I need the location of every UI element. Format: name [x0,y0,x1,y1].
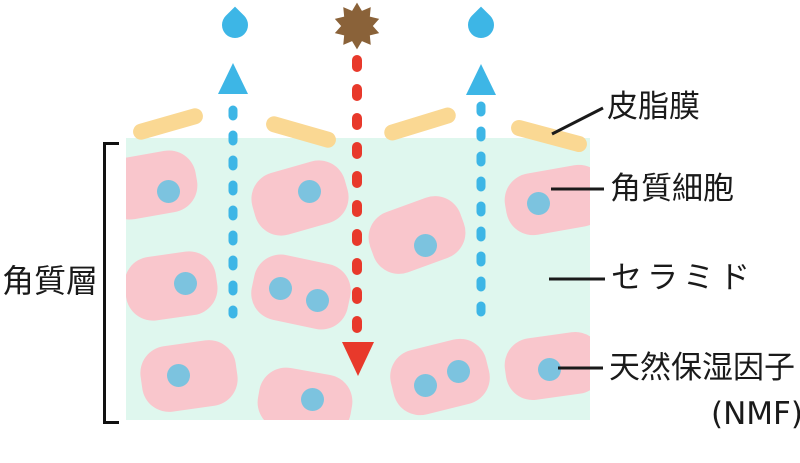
sebum-bar [131,106,205,142]
nmf-dot [538,358,561,381]
nmf-dot [167,364,190,387]
stratum-corneum-box [126,138,590,420]
down-arrow-icon [342,342,374,376]
nmf-label: 天然保湿因子 [609,350,795,386]
sebum-bar [382,105,458,143]
nmf-abbrev-label: (NMF) [711,396,800,432]
corneocyte-cell [360,188,474,282]
nmf-dot [306,289,329,312]
nmf-dot [414,234,437,257]
corneocyte-cell [246,249,356,335]
nmf-dot [301,388,324,411]
sebum-film-label: 皮脂膜 [607,89,700,125]
ceramide-label: セラミド [611,260,755,296]
corneocyte-cell [384,333,496,420]
nmf-dot [157,180,180,203]
corneocyte-label: 角質細胞 [610,171,734,207]
up-arrow-icon [466,64,496,95]
irritant-star-icon [334,2,380,50]
stratum-corneum-bracket [103,142,119,424]
nmf-dot [298,180,321,203]
nmf-dot [174,272,197,295]
nmf-dot [527,192,550,215]
nmf-dot [269,277,292,300]
water-drop-icon [462,6,500,44]
stratum-corneum-label: 角質層 [2,262,99,300]
up-arrow-icon [218,63,248,94]
water-drop-icon [216,6,254,44]
nmf-dot [447,360,470,383]
nmf-dot [414,374,437,397]
